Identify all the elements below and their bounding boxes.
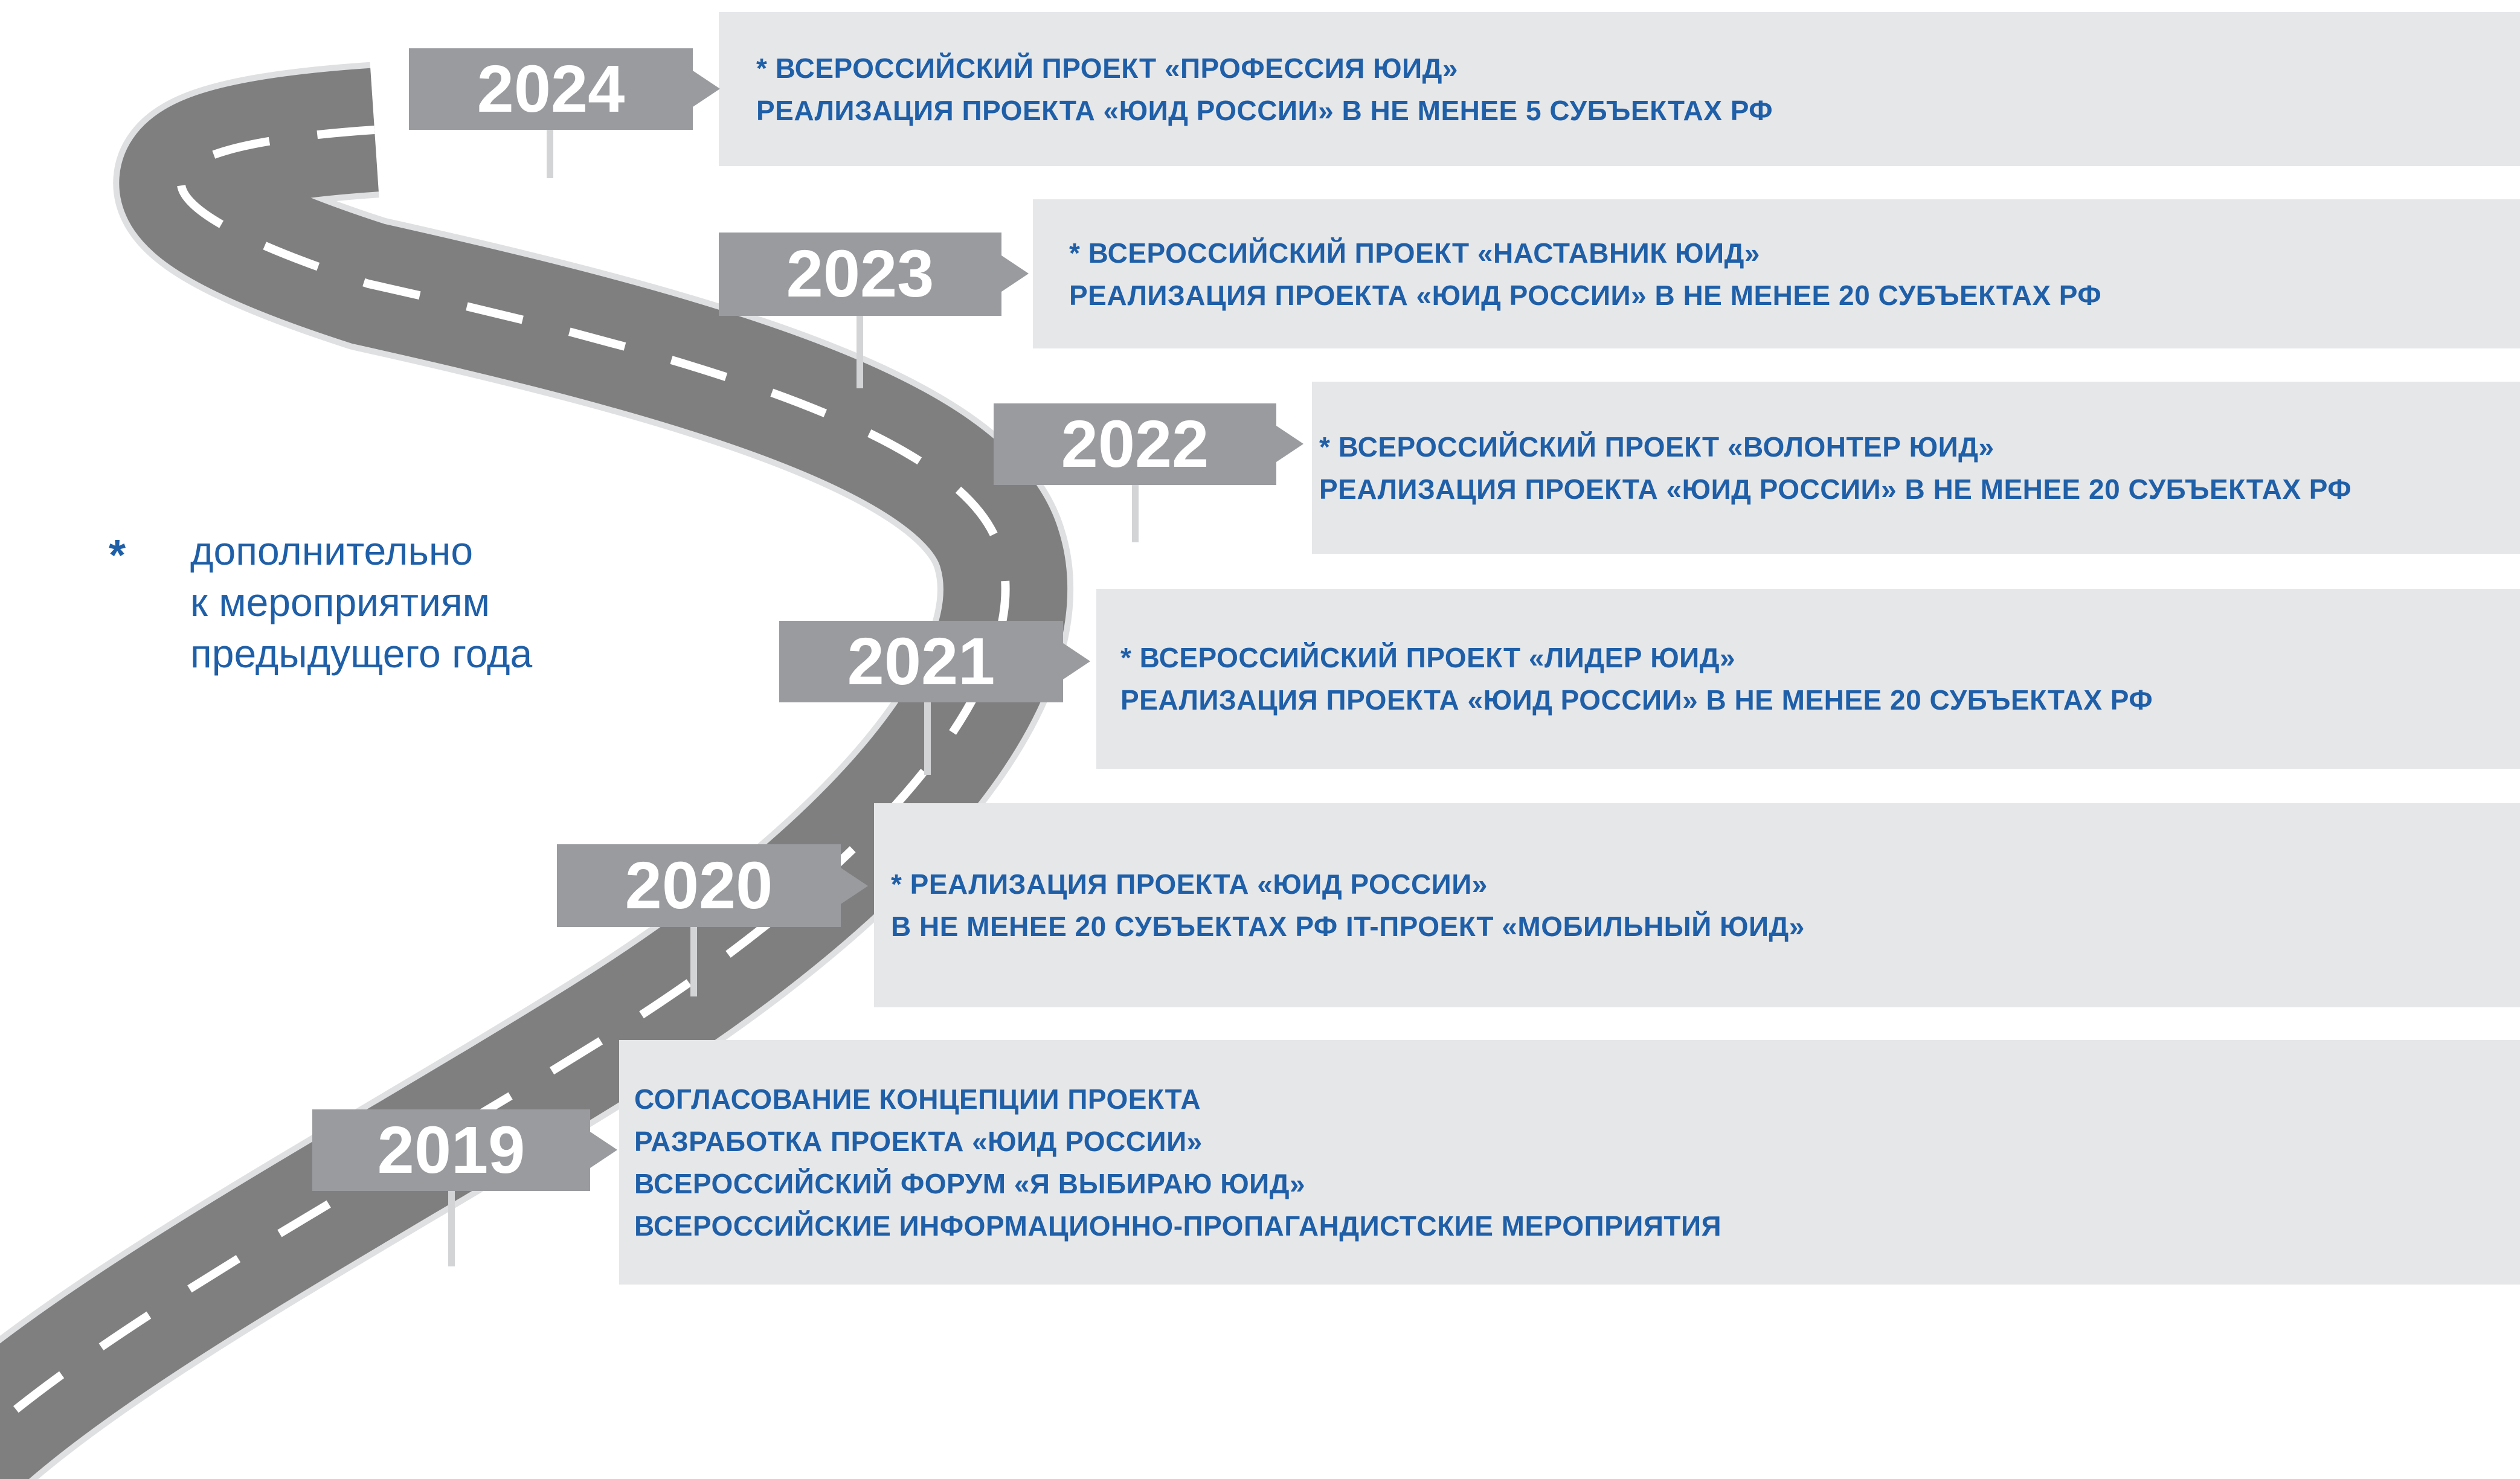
legend-marker: * [109,531,126,580]
year-tag-2024: 2024 [409,48,693,130]
year-tag-2021: 2021 [779,621,1063,702]
milestone-line: РЕАЛИЗАЦИЯ ПРОЕКТА «ЮИД РОССИИ» В НЕ МЕН… [1319,473,2352,505]
year-tag-2023: 2023 [719,233,1001,316]
tag-arrow [1063,643,1090,679]
milestone-line: * ВСЕРОССИЙСКИЙ ПРОЕКТ «ПРОФЕССИЯ ЮИД» [756,52,1459,84]
legend-line: дополнительно [190,528,474,573]
milestone-line: В НЕ МЕНЕЕ 20 СУБЪЕКТАХ РФ IT-ПРОЕКТ «МО… [891,911,1805,942]
milestone-line: * РЕАЛИЗАЦИЯ ПРОЕКТА «ЮИД РОССИИ» [891,868,1488,900]
tag-post [924,702,931,775]
legend-line: к мероприятиям [190,580,490,624]
milestone-panel-2024: * ВСЕРОССИЙСКИЙ ПРОЕКТ «ПРОФЕССИЯ ЮИД» Р… [719,12,2520,166]
year-tag-2019: 2019 [312,1109,590,1191]
year-tag-2020: 2020 [557,844,841,927]
year-tag-2022: 2022 [994,403,1276,485]
legend-text: дополнительно к мероприятиям предыдущего… [190,525,532,679]
milestone-line: РЕАЛИЗАЦИЯ ПРОЕКТА «ЮИД РОССИИ» В НЕ МЕН… [756,94,1773,126]
tag-post [690,927,697,996]
milestone-panel-2021: * ВСЕРОССИЙСКИЙ ПРОЕКТ «ЛИДЕР ЮИД» РЕАЛИ… [1096,589,2520,769]
milestone-line: ВСЕРОССИЙСКИЙ ФОРУМ «Я ВЫБИРАЮ ЮИД» [634,1167,1306,1199]
tag-post [1132,485,1139,542]
tag-arrow [1276,426,1303,462]
milestone-line: * ВСЕРОССИЙСКИЙ ПРОЕКТ «НАСТАВНИК ЮИД» [1069,237,1760,269]
tag-arrow [1001,255,1029,292]
milestone-line: ВСЕРОССИЙСКИЕ ИНФОРМАЦИОННО-ПРОПАГАНДИСТ… [634,1210,1722,1242]
milestone-panel-2019: СОГЛАСОВАНИЕ КОНЦЕПЦИИ ПРОЕКТА РАЗРАБОТК… [619,1040,2520,1285]
legend-line: предыдущего года [190,631,533,676]
tag-arrow [841,868,868,904]
tag-arrow [590,1132,617,1168]
tag-arrow [693,71,720,107]
milestone-panel-2020: * РЕАЛИЗАЦИЯ ПРОЕКТА «ЮИД РОССИИ» В НЕ М… [874,803,2520,1007]
milestone-line: СОГЛАСОВАНИЕ КОНЦЕПЦИИ ПРОЕКТА [634,1083,1201,1115]
tag-post [547,130,553,178]
milestone-line: * ВСЕРОССИЙСКИЙ ПРОЕКТ «ВОЛОНТЕР ЮИД» [1319,431,1994,463]
milestone-line: РЕАЛИЗАЦИЯ ПРОЕКТА «ЮИД РОССИИ» В НЕ МЕН… [1120,684,2153,716]
milestone-line: РАЗРАБОТКА ПРОЕКТА «ЮИД РОССИИ» [634,1125,1203,1157]
milestone-line: РЕАЛИЗАЦИЯ ПРОЕКТА «ЮИД РОССИИ» В НЕ МЕН… [1069,279,2102,311]
tag-post [857,316,863,388]
milestone-line: * ВСЕРОССИЙСКИЙ ПРОЕКТ «ЛИДЕР ЮИД» [1120,642,1736,673]
milestone-panel-2023: * ВСЕРОССИЙСКИЙ ПРОЕКТ «НАСТАВНИК ЮИД» Р… [1033,199,2520,348]
milestone-panel-2022: * ВСЕРОССИЙСКИЙ ПРОЕКТ «ВОЛОНТЕР ЮИД» РЕ… [1312,382,2520,554]
tag-post [448,1191,455,1266]
